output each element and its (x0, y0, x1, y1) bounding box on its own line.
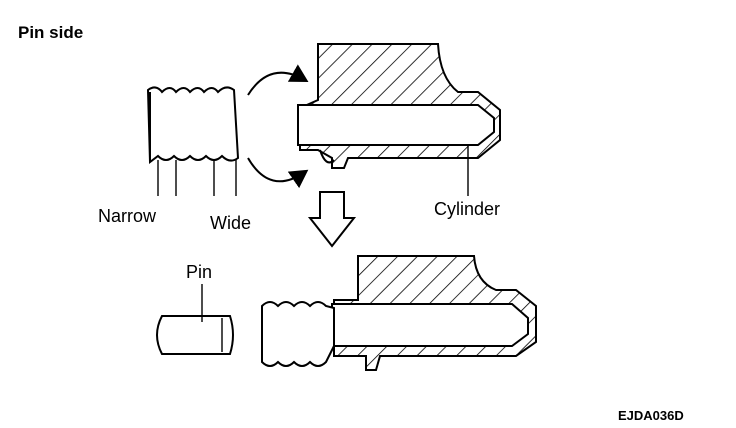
page-title: Pin side (18, 23, 83, 42)
narrow-wide-dimension-lines (157, 160, 237, 196)
process-down-arrow (307, 191, 357, 248)
label-cylinder: Cylinder (434, 199, 500, 219)
label-wide: Wide (210, 213, 251, 233)
upper-curved-arrow (247, 64, 309, 96)
label-narrow: Narrow (98, 206, 157, 226)
lower-curved-arrow (247, 157, 309, 189)
top-cylinder-body (297, 43, 501, 169)
pin-shape (156, 315, 234, 355)
label-pin: Pin (186, 262, 212, 282)
figure-code: EJDA036D (618, 408, 684, 423)
top-bushing-grooved (146, 86, 240, 164)
bottom-cylinder-body (331, 255, 537, 371)
bottom-bushing-grooved (261, 301, 335, 367)
